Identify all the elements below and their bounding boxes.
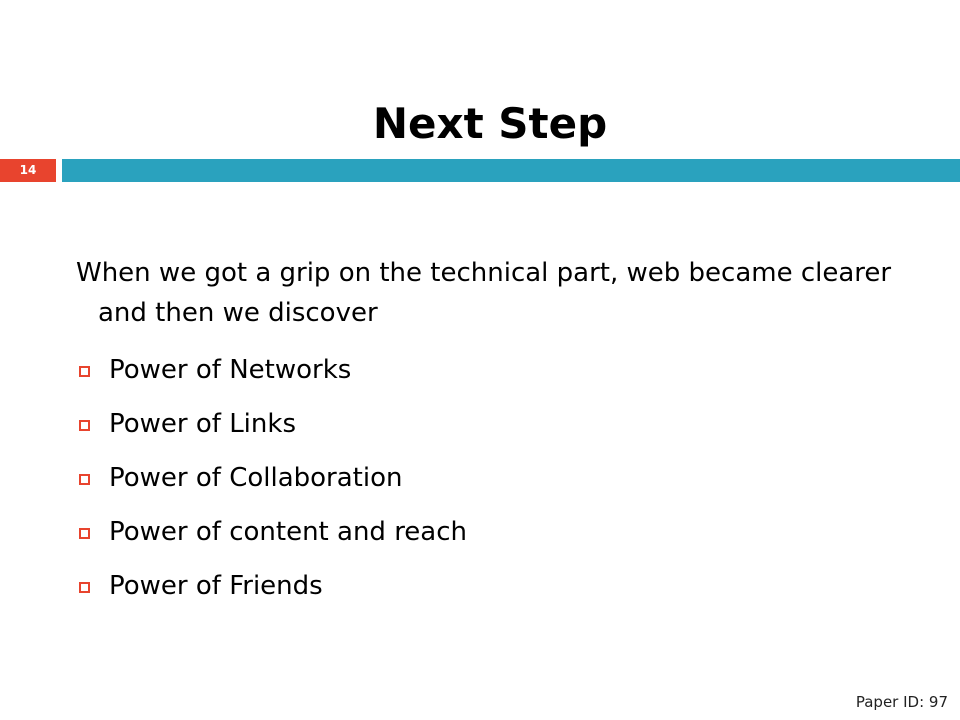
square-bullet-icon (79, 420, 90, 431)
bullet-text: Power of Friends (109, 571, 323, 601)
bullet-text: Power of Collaboration (109, 463, 403, 493)
square-bullet-icon (79, 528, 90, 539)
slide-title: Next Step (372, 99, 608, 148)
square-bullet-icon (79, 366, 90, 377)
square-bullet-icon (79, 582, 90, 593)
intro-paragraph: When we got a grip on the technical part… (76, 258, 892, 328)
title-divider-bar (62, 159, 960, 182)
bullet-list: Power of Networks Power of Links Power o… (76, 343, 916, 613)
bullet-text: Power of content and reach (109, 517, 468, 547)
bullet-text: Power of Links (109, 409, 296, 439)
paper-id-footer: Paper ID: 97 (855, 693, 948, 711)
bullet-item-content-reach: Power of content and reach (76, 505, 916, 559)
bullet-text: Power of Networks (109, 355, 352, 385)
bullet-item-collaboration: Power of Collaboration (76, 451, 916, 505)
bullet-item-networks: Power of Networks (76, 343, 916, 397)
square-bullet-icon (79, 474, 90, 485)
bullet-item-friends: Power of Friends (76, 559, 916, 613)
slide-number-badge: 14 (0, 159, 56, 182)
bullet-item-links: Power of Links (76, 397, 916, 451)
